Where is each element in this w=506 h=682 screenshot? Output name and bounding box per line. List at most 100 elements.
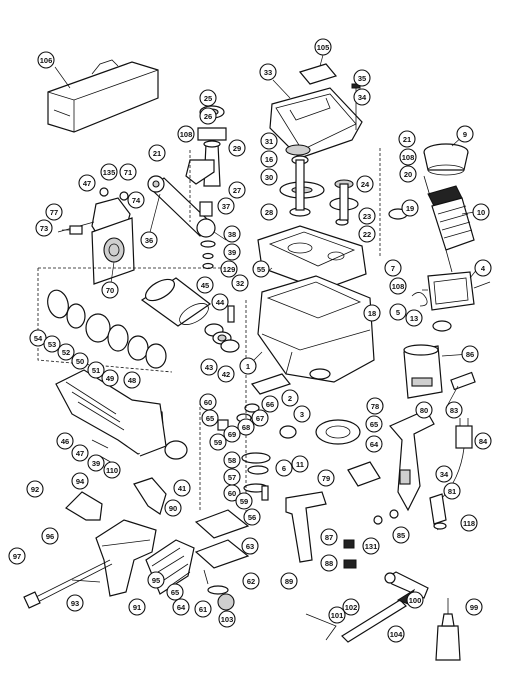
intermediate-gear-part	[329, 179, 359, 226]
svg-text:74: 74	[132, 196, 141, 205]
callout-89: 89	[280, 572, 298, 590]
callout-21: 21	[398, 130, 416, 148]
grease-bottle-part	[435, 598, 461, 661]
callout-41: 41	[173, 479, 191, 497]
svg-text:6: 6	[282, 464, 286, 473]
callout-67: 67	[251, 409, 269, 427]
assembly-guide-line	[37, 268, 173, 373]
svg-text:1: 1	[246, 362, 250, 371]
callout-25: 25	[199, 89, 217, 107]
svg-text:108: 108	[180, 130, 193, 139]
callout-110: 110	[103, 461, 121, 479]
callout-57: 57	[223, 468, 241, 486]
svg-text:7: 7	[391, 264, 395, 273]
svg-text:29: 29	[233, 144, 241, 153]
svg-text:70: 70	[106, 286, 114, 295]
carrying-case-part	[47, 59, 159, 133]
callout-26: 26	[199, 107, 217, 125]
fan-guide-part	[423, 143, 469, 176]
callout-30: 30	[260, 168, 278, 186]
svg-text:94: 94	[76, 477, 85, 486]
callout-73: 73	[35, 219, 53, 237]
spring-part	[411, 292, 428, 307]
callout-47: 47	[71, 444, 89, 462]
svg-text:88: 88	[325, 559, 333, 568]
callout-31: 31	[260, 132, 278, 150]
svg-text:13: 13	[410, 314, 418, 323]
callout-22: 22	[358, 225, 376, 243]
callout-32: 32	[231, 274, 249, 292]
callout-68: 68	[237, 418, 255, 436]
svg-text:80: 80	[420, 406, 428, 415]
svg-text:9: 9	[463, 130, 467, 139]
retaining-ring-part	[204, 323, 240, 353]
svg-text:65: 65	[171, 588, 179, 597]
callout-88: 88	[320, 554, 338, 572]
callout-20: 20	[399, 165, 417, 183]
callout-104: 104	[387, 625, 405, 643]
callout-51: 51	[87, 361, 105, 379]
svg-text:63: 63	[246, 542, 254, 551]
callout-19: 19	[401, 199, 419, 217]
svg-text:47: 47	[76, 449, 84, 458]
svg-text:104: 104	[390, 630, 403, 639]
svg-text:36: 36	[145, 236, 153, 245]
callout-95: 95	[147, 571, 165, 589]
svg-text:33: 33	[264, 68, 272, 77]
needle-bearing-part	[279, 425, 297, 439]
svg-text:3: 3	[300, 410, 304, 419]
callout-60: 60	[223, 484, 241, 502]
svg-text:61: 61	[199, 605, 207, 614]
svg-text:65: 65	[370, 420, 378, 429]
callout-29: 29	[228, 139, 246, 157]
svg-text:102: 102	[345, 603, 358, 612]
callout-2: 2	[281, 389, 299, 407]
svg-text:28: 28	[265, 208, 273, 217]
callout-118: 118	[460, 514, 478, 532]
brush-holder-part	[347, 461, 381, 487]
clutch-disc-part	[315, 419, 361, 445]
callout-39: 39	[87, 454, 105, 472]
svg-text:79: 79	[322, 474, 330, 483]
callout-59: 59	[209, 433, 227, 451]
callout-86: 86	[461, 345, 479, 363]
screw-part	[203, 569, 209, 585]
svg-text:10: 10	[477, 208, 485, 217]
side-handle-rod-part	[23, 559, 113, 609]
callout-90: 90	[164, 499, 182, 517]
svg-text:44: 44	[216, 298, 225, 307]
svg-text:93: 93	[71, 599, 79, 608]
nameplate-part	[298, 63, 338, 85]
svg-text:89: 89	[285, 577, 293, 586]
svg-text:131: 131	[365, 542, 378, 551]
svg-text:57: 57	[228, 473, 236, 482]
svg-text:58: 58	[228, 456, 236, 465]
callout-64: 64	[172, 598, 190, 616]
callout-108: 108	[177, 125, 195, 143]
lever-part	[57, 221, 95, 235]
svg-text:5: 5	[396, 308, 400, 317]
svg-text:47: 47	[83, 179, 91, 188]
svg-text:34: 34	[358, 93, 367, 102]
callout-18: 18	[363, 304, 381, 322]
svg-text:37: 37	[222, 202, 230, 211]
carbon-brush-part	[343, 559, 357, 569]
callout-6: 6	[275, 459, 293, 477]
callout-106: 106	[37, 51, 55, 69]
callout-65: 65	[201, 409, 219, 427]
callout-108: 108	[399, 148, 417, 166]
svg-text:39: 39	[228, 248, 236, 257]
callout-28: 28	[260, 203, 278, 221]
callout-93: 93	[66, 594, 84, 612]
svg-text:81: 81	[448, 487, 456, 496]
callout-38: 38	[223, 225, 241, 243]
armature-part	[423, 175, 475, 273]
svg-text:68: 68	[242, 423, 250, 432]
svg-text:53: 53	[48, 340, 56, 349]
callout-70: 70	[101, 281, 119, 299]
callout-77: 77	[45, 203, 63, 221]
callout-39: 39	[223, 243, 241, 261]
svg-text:50: 50	[76, 357, 84, 366]
piston-pin-part	[199, 201, 213, 217]
